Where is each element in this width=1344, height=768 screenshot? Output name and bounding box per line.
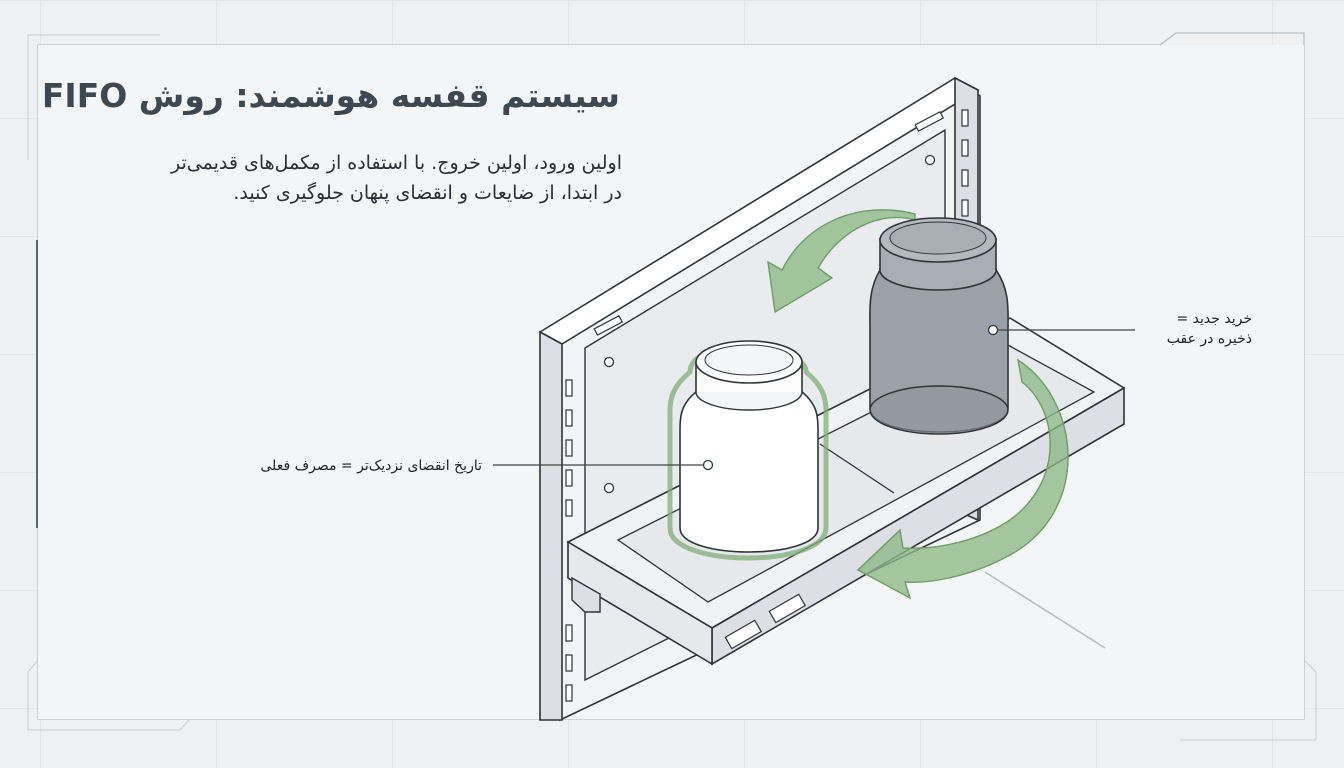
callout-new-stock-line-2: ذخیره در عقب [1166,331,1252,347]
upright-slots [565,379,573,702]
callout-new-stock: خرید جدید = ذخیره در عقب [1167,309,1252,349]
subtitle-line-1: اولین ورود، اولین خروج. با استفاده از مک… [171,152,622,174]
rotation-arrow-top [767,209,916,314]
rotation-arrow-bottom [856,358,1069,600]
callout-old-stock-line-1: تاریخ انقضای نزدیک‌تر = مصرف فعلی [260,458,482,474]
callout-old-stock: تاریخ انقضای نزدیک‌تر = مصرف فعلی [260,456,482,476]
page-title: سیستم قفسه هوشمند: روش FIFO [41,76,620,115]
subtitle-line-2: در ابتدا، از ضایعات و انقضای پنهان جلوگی… [233,182,622,204]
subtitle: اولین ورود، اولین خروج. با استفاده از مک… [122,148,622,208]
new-stock-jar [869,217,1009,435]
old-stock-jar [667,340,829,561]
callout-new-stock-line-1: خرید جدید = [1176,311,1252,327]
